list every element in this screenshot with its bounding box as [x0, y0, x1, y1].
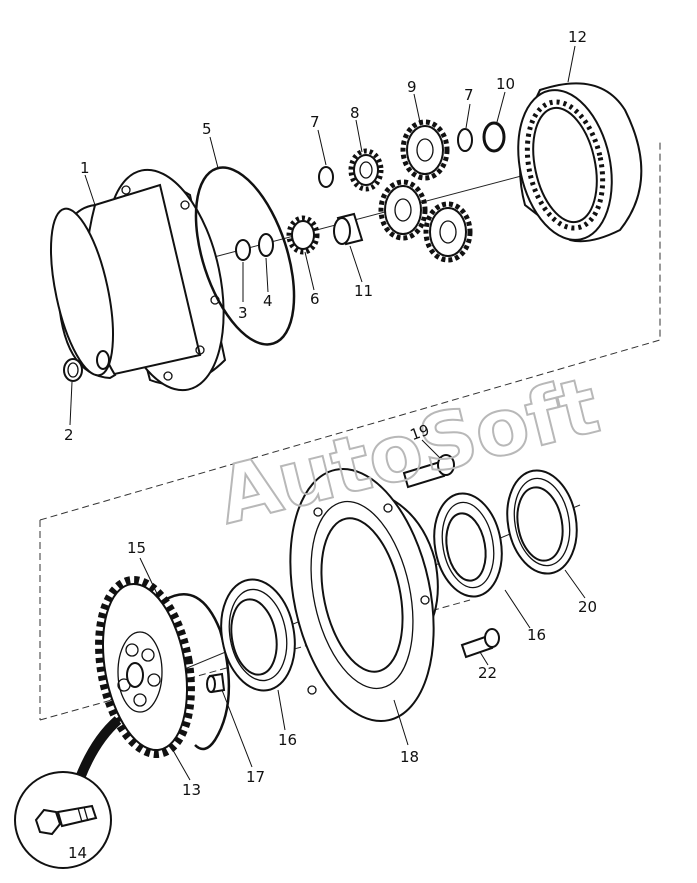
callout-18: 18: [400, 748, 419, 766]
callout-5: 5: [202, 120, 212, 138]
part-20-seal: [506, 469, 578, 575]
callout-15: 15: [127, 539, 146, 557]
callout-7-right: 7: [464, 86, 474, 104]
part-10-lock-ring: [482, 121, 506, 153]
part-15-retaining-ring: [164, 593, 231, 751]
part-13-sprocket: [95, 576, 195, 758]
part-19-bolt: [402, 454, 455, 489]
part-16-bearing-upper: [433, 492, 503, 598]
callout-4: 4: [263, 292, 273, 310]
part-8-planet-gear: [348, 148, 384, 192]
callout-8: 8: [350, 104, 360, 122]
callout-13: 13: [182, 781, 201, 799]
part-7-snap-ring-right: [457, 128, 473, 152]
part-11-bushing: [333, 212, 364, 246]
part-16-bearing-lower: [220, 578, 296, 692]
callout-9: 9: [407, 78, 417, 96]
part-3-washer: [235, 239, 251, 261]
part-4-snap-ring: [258, 233, 274, 257]
callout-7-left: 7: [310, 113, 320, 131]
callout-16-right: 16: [527, 626, 546, 644]
callout-20: 20: [578, 598, 597, 616]
part-7-snap-ring-left: [318, 166, 334, 188]
part-22-bolt: [460, 628, 500, 659]
callout-10: 10: [496, 75, 515, 93]
callout-12: 12: [568, 28, 587, 46]
callout-16-left: 16: [278, 731, 297, 749]
part-1-hub-housing: [50, 168, 227, 392]
callout-14: 14: [68, 844, 87, 862]
callout-1: 1: [80, 159, 90, 177]
part-5-o-ring: [194, 166, 296, 346]
callout-22: 22: [478, 664, 497, 682]
part-17-dowel-pin: [206, 672, 226, 694]
callout-19: 19: [408, 421, 432, 444]
callout-6: 6: [310, 290, 320, 308]
callout-labels: 1 2 3 4 5 6 7 7 8 9 10 11 12 13 14 15 16…: [64, 28, 597, 862]
callout-11: 11: [354, 282, 373, 300]
part-12-ring-gear: [517, 82, 643, 243]
part-2-drain-plug: [63, 358, 83, 382]
part-14-detail-bolt: [14, 716, 122, 869]
part-18-hub-flange: [289, 468, 439, 722]
callout-3: 3: [238, 304, 248, 322]
part-9-planet-gears: [378, 119, 473, 263]
callout-2: 2: [64, 426, 74, 444]
leader-lines: [69, 45, 586, 781]
part-6-pinion-gear: [286, 215, 320, 255]
callout-17: 17: [246, 768, 265, 786]
